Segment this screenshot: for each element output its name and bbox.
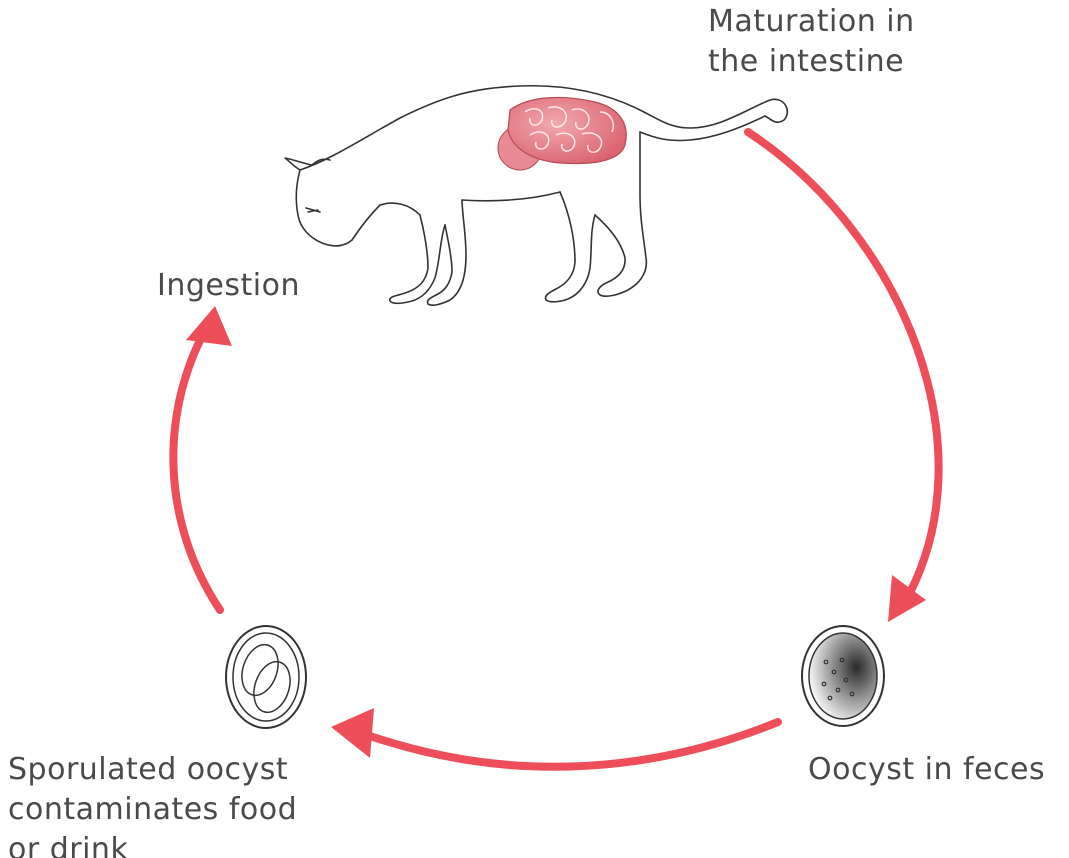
arrow-sporulated-to-ingestion [173, 325, 220, 610]
label-sporulated-oocyst: Sporulated oocyst contaminates food or d… [8, 750, 297, 858]
arrow-feces-to-sporulated [370, 722, 778, 767]
sporulated-oocyst-icon [226, 626, 306, 728]
intestine-illustration [498, 97, 626, 170]
arrowhead-ingestion [186, 306, 232, 346]
label-maturation-in-intestine: Maturation in the intestine [708, 2, 915, 82]
label-oocyst-in-feces: Oocyst in feces [808, 750, 1045, 790]
arrowhead-feces [888, 575, 926, 622]
label-ingestion: Ingestion [157, 266, 300, 306]
arrow-intestine-to-feces [748, 132, 939, 602]
oocyst-icon [802, 626, 884, 726]
arrowhead-sporulated [331, 708, 374, 758]
